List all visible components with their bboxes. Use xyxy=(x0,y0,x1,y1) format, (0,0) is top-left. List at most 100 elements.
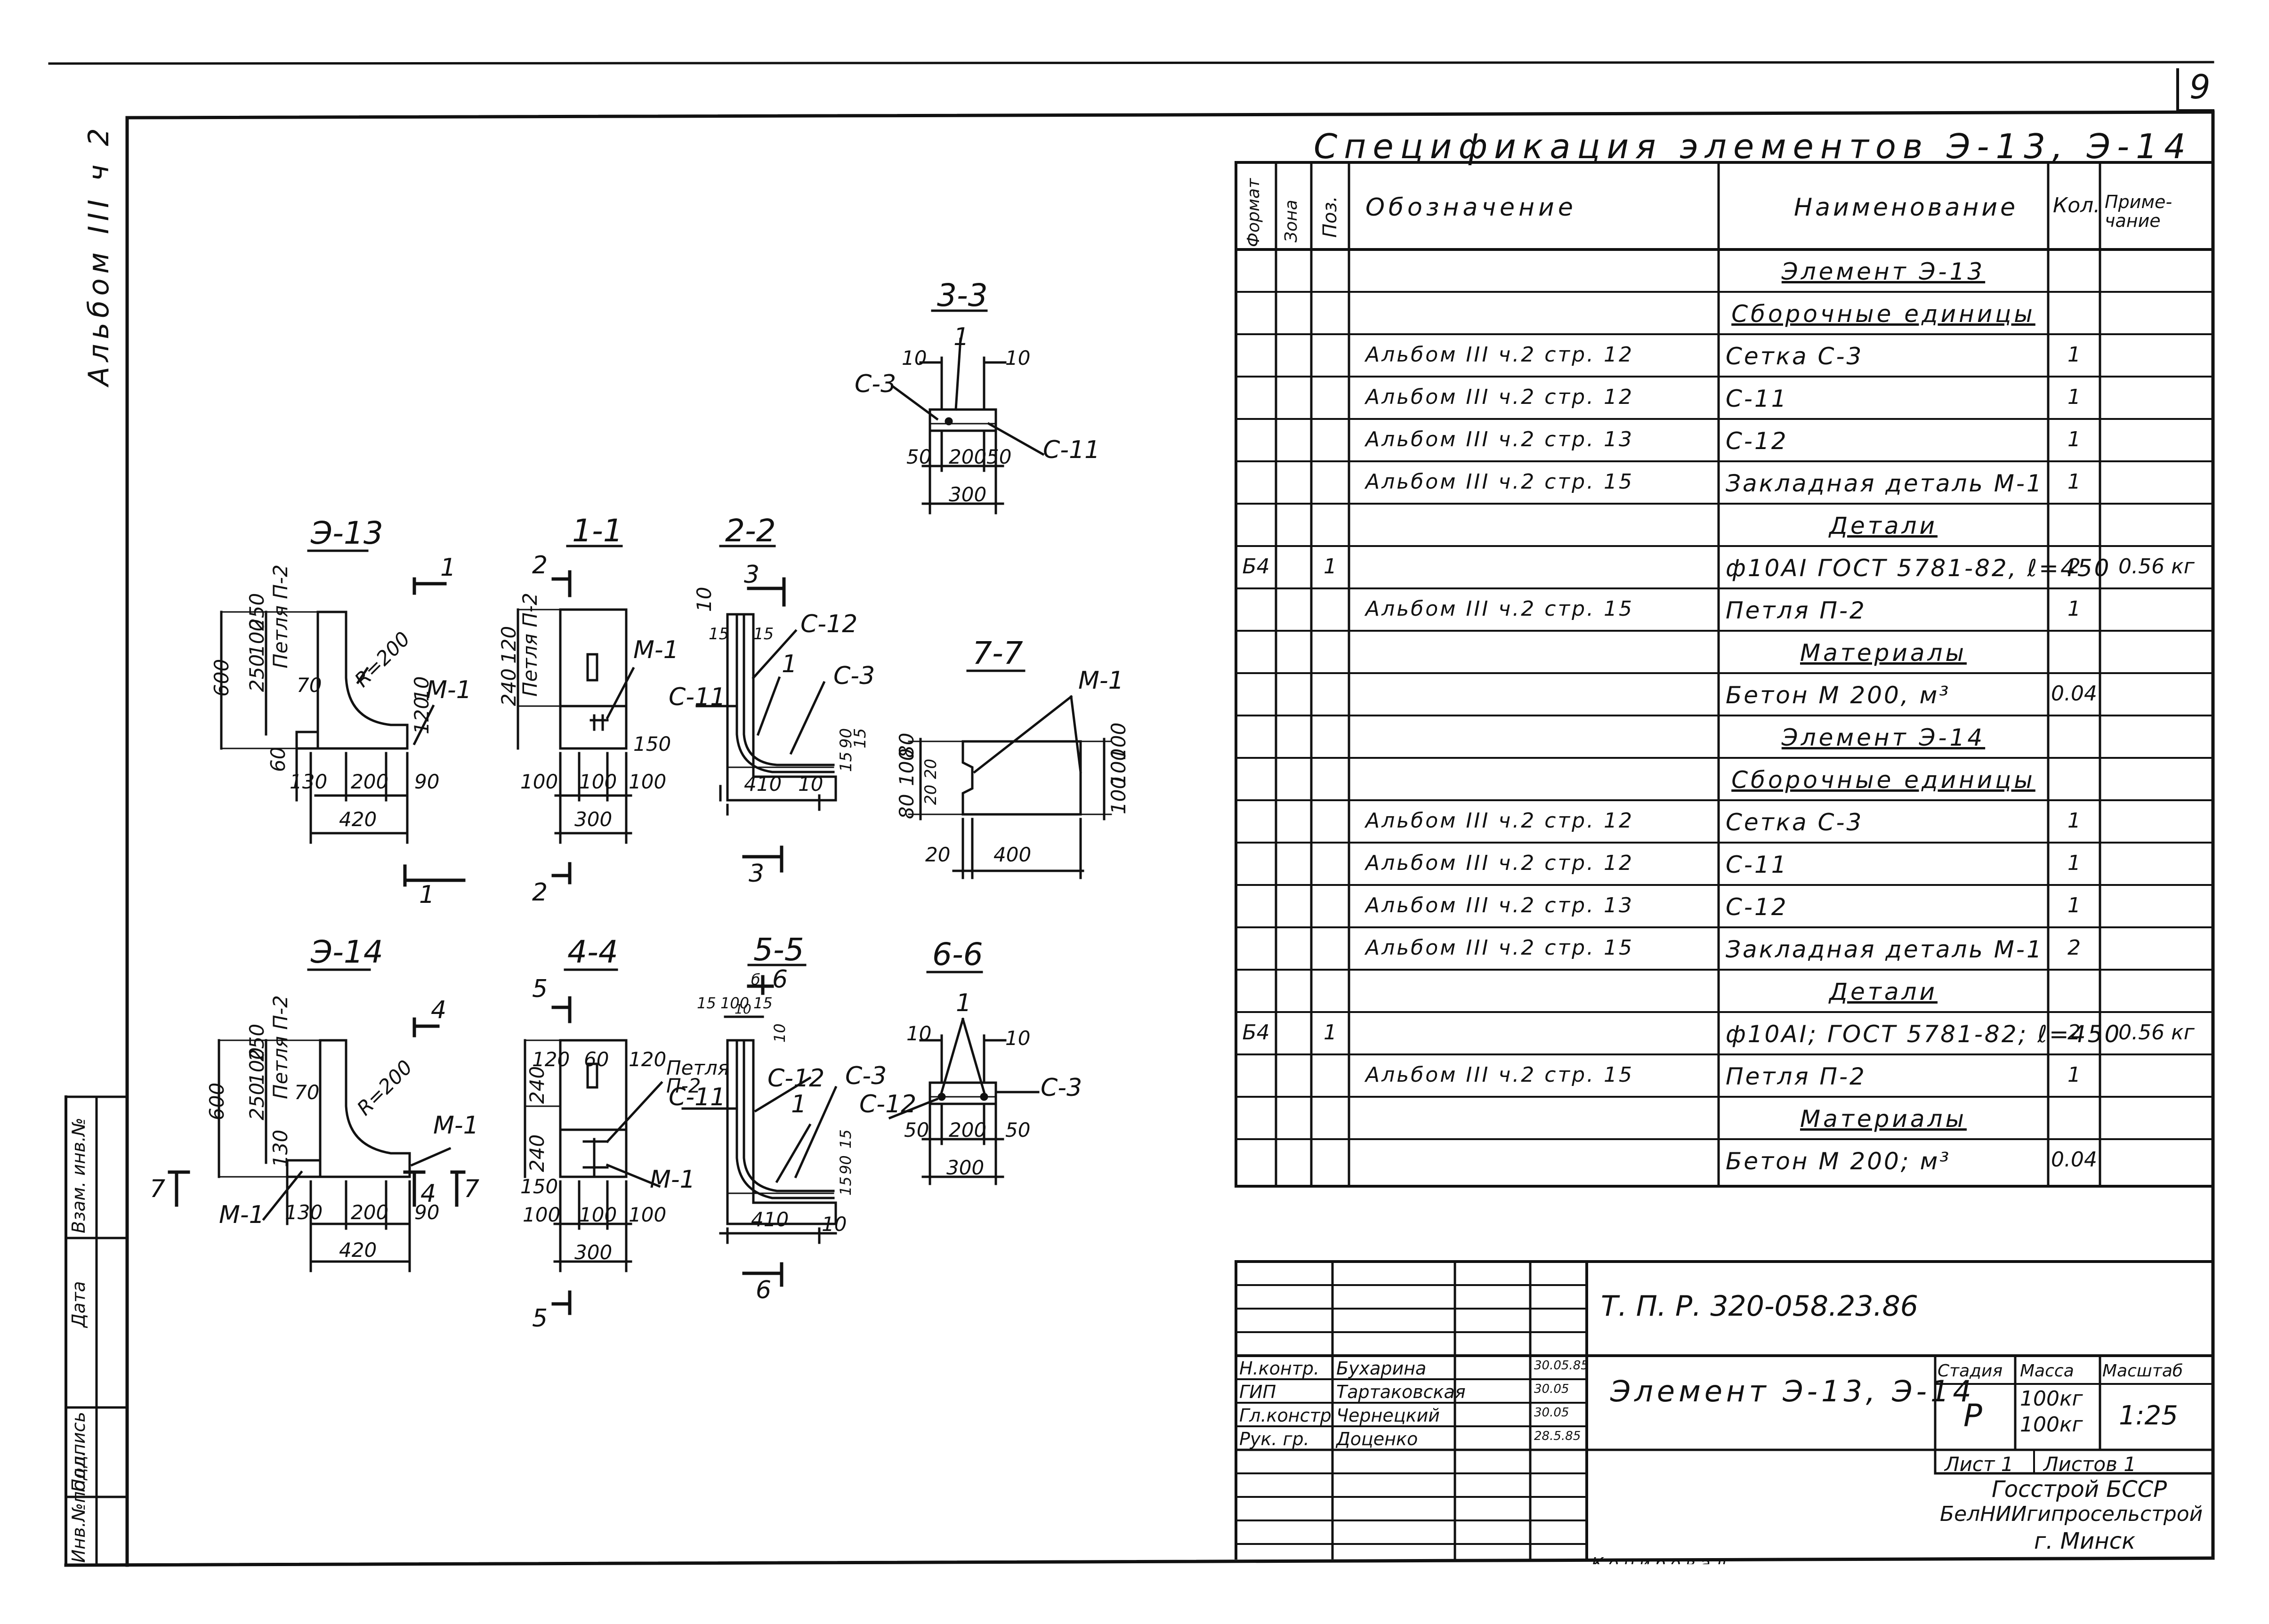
spec-cell-name: С-12 xyxy=(1726,427,1788,455)
label-s44-m1: М-1 xyxy=(650,1166,695,1194)
dim-e13-60: 60 xyxy=(266,747,290,772)
spec-header-qty: Кол. xyxy=(2053,193,2100,217)
label-s33-1: 1 xyxy=(953,323,969,351)
dim-s11-100a: 100 xyxy=(520,770,558,793)
spec-cell-designation: Альбом III ч.2 стр. 15 xyxy=(1365,1063,1634,1087)
signer-date: 30.05 xyxy=(1534,1382,1569,1396)
spec-cell-pos: 1 xyxy=(1324,1021,1337,1045)
spec-cell-qty: 0.04 xyxy=(2051,682,2097,706)
stamp-vzam: Взам. инв.№ xyxy=(68,1118,89,1233)
drawing-e13 xyxy=(220,577,466,887)
mass-label: Масса xyxy=(2020,1361,2074,1381)
dim-e13-130: 130 xyxy=(290,770,328,793)
sheets-label: Листов 1 xyxy=(2043,1453,2136,1476)
label-s22-1: 1 xyxy=(782,650,798,678)
section-mark-e13-top: 1 xyxy=(440,554,456,582)
view-title-underlines xyxy=(307,309,1025,973)
dim-s22-15b: 15 xyxy=(753,625,774,643)
signer-date: 30.05 xyxy=(1534,1406,1569,1420)
dim-s11-100c: 100 xyxy=(629,770,667,793)
dim-e13-250b: 250 xyxy=(245,593,268,631)
dim-s55-90: 90 xyxy=(837,1155,855,1174)
dim-e14-130v: 130 xyxy=(269,1129,292,1167)
spec-cell-name: ф10AI; ГОСТ 5781-82; ℓ=450 xyxy=(1726,1021,2122,1048)
section-mark-s22-top: 3 xyxy=(744,561,760,589)
drawing-s55 xyxy=(681,975,838,1287)
spec-cell-qty: 1 xyxy=(2067,385,2081,409)
org-line-3: г. Минск xyxy=(2034,1528,2136,1554)
spec-cell-name: Сборочные единицы xyxy=(1731,766,2035,794)
dim-s55-15a: 15 xyxy=(697,994,716,1012)
dim-s77-100c: 100 xyxy=(1107,722,1130,760)
spec-cell-designation: Альбом III ч.2 стр. 12 xyxy=(1365,851,1634,875)
dim-s55-15b: 15 xyxy=(753,994,773,1012)
dim-s33-50a: 50 xyxy=(906,445,932,468)
dim-s44-300: 300 xyxy=(574,1241,613,1264)
signer-date: 28.5.85 xyxy=(1534,1429,1581,1443)
stamp-data: Дата xyxy=(68,1281,89,1327)
spec-cell-name: Элемент Э-14 xyxy=(1781,724,1986,751)
spec-cell-qty: 2 xyxy=(2067,936,2081,960)
spec-table-grid xyxy=(1235,161,2214,1188)
sheet-number: 9 xyxy=(2189,68,2211,106)
stamp-podpis: Подпись xyxy=(68,1412,89,1492)
spec-header-designation: Обозначение xyxy=(1365,193,1577,222)
label-e14-m1-left: М-1 xyxy=(219,1201,265,1229)
element-title: Элемент Э-13, Э-14 xyxy=(1610,1374,1975,1408)
spec-cell-designation: Альбом III ч.2 стр. 12 xyxy=(1365,343,1634,367)
dim-e14-70: 70 xyxy=(294,1081,320,1104)
spec-cell-designation: Альбом III ч.2 стр. 12 xyxy=(1365,809,1634,833)
spec-header-zone: Зона xyxy=(1282,200,1301,242)
sheet-label: Лист 1 xyxy=(1945,1453,2014,1476)
signer-name: Тартаковская xyxy=(1336,1382,1466,1402)
dim-s66-200: 200 xyxy=(949,1118,987,1142)
dim-e13-200: 200 xyxy=(351,770,389,793)
spec-cell-qty: 2 xyxy=(2067,555,2081,579)
label-s55-1: 1 xyxy=(791,1090,807,1118)
signer-name: Бухарина xyxy=(1336,1358,1427,1379)
dim-e13-250: 250 xyxy=(245,654,268,692)
section-mark-e14-4bottom: 4 xyxy=(420,1180,436,1208)
spec-cell-designation: Альбом III ч.2 стр. 15 xyxy=(1365,597,1634,621)
dim-s55-10c: 10 xyxy=(735,1001,751,1017)
dim-s33-300: 300 xyxy=(949,483,987,506)
dim-s22-410: 410 xyxy=(744,772,782,796)
dim-s22-10: 10 xyxy=(693,587,716,612)
view-title-e14: Э-14 xyxy=(311,934,383,970)
dim-s55-15c: 15 xyxy=(837,1129,855,1149)
spec-cell-name: Петля П-2 xyxy=(1726,597,1866,624)
spec-cell-name: ф10AI ГОСТ 5781-82, ℓ=450 xyxy=(1726,555,2111,582)
dim-s44-100c: 100 xyxy=(629,1203,667,1226)
stage-value: Р xyxy=(1963,1398,1982,1434)
signer-name: Доценко xyxy=(1336,1429,1418,1449)
signer-role: Рук. гр. xyxy=(1239,1429,1309,1449)
spec-header-format: Формат xyxy=(1244,178,1263,247)
view-title-s22: 2-2 xyxy=(725,513,776,549)
spec-title: Спецификация элементов Э-13, Э-14 xyxy=(1314,127,2192,166)
dim-s44-100a: 100 xyxy=(523,1203,561,1226)
spec-cell-name: Материалы xyxy=(1800,639,1967,667)
dim-e13-600: 600 xyxy=(210,659,233,697)
view-title-s55: 5-5 xyxy=(753,932,804,968)
dim-s77-20a: 20 xyxy=(921,784,940,805)
label-s66-c12: С-12 xyxy=(859,1090,917,1118)
dim-e14-130: 130 xyxy=(285,1201,323,1224)
dim-s33-200: 200 xyxy=(949,445,987,468)
spec-cell-name: Петля П-2 xyxy=(1726,1063,1866,1090)
drawing-s11 xyxy=(517,570,635,884)
dim-s33-10b: 10 xyxy=(1005,346,1031,370)
dim-e14-200: 200 xyxy=(351,1201,389,1224)
section-mark-s11-top: 2 xyxy=(532,551,548,579)
dim-s22-15d: 15 xyxy=(837,751,856,772)
section-mark-s11-bottom: 2 xyxy=(532,878,548,907)
spec-header-note: Приме- чание xyxy=(2105,192,2172,231)
spec-cell-qty: 1 xyxy=(2067,597,2081,621)
dim-s22-15a: 15 xyxy=(709,625,729,643)
dim-s44-150: 150 xyxy=(520,1175,558,1198)
dim-e13-70: 70 xyxy=(297,674,322,697)
dim-s11-150: 150 xyxy=(633,732,671,756)
doc-code: Т. П. Р. 320-058.23.86 xyxy=(1601,1290,1918,1323)
label-s55-b: б xyxy=(751,971,760,989)
drawing-s33 xyxy=(890,338,1045,515)
dim-e14-250b: 250 xyxy=(245,1023,268,1061)
